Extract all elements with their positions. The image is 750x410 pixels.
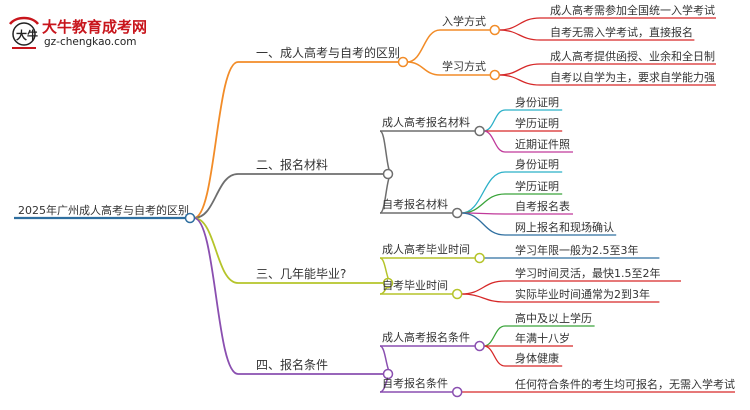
edge-root-to-section-4: [193, 217, 239, 375]
section-1-sub-1-connector[interactable]: [489, 24, 501, 36]
section-1-sub-1-leaf-1[interactable]: 成人高考需参加全国统一入学考试: [550, 3, 715, 17]
section-4-sub-1-leaf-2[interactable]: 年满十八岁: [515, 331, 570, 345]
section-2-sub-1-leaf-1[interactable]: 身份证明: [515, 95, 559, 109]
section-1-sub-2-connector[interactable]: [489, 69, 501, 81]
edge-s4-b1-leaf-3: [483, 345, 506, 367]
edge-root-to-section-2: [193, 173, 239, 219]
section-1-label[interactable]: 一、成人高考与自考的区别: [256, 45, 400, 60]
edge-root-to-section-1: [193, 61, 239, 219]
section-4-sub-2-label[interactable]: 自考报名条件: [382, 376, 448, 390]
edge-root-to-section-3: [193, 217, 239, 284]
section-2-sub-2-leaf-4[interactable]: 网上报名和现场确认: [515, 220, 614, 234]
section-1-sub-2-label[interactable]: 学习方式: [442, 59, 486, 73]
section-2-sub-2-connector[interactable]: [451, 207, 463, 219]
section-3-connector[interactable]: [382, 277, 394, 289]
section-2-sub-1-label[interactable]: 成人高考报名材料: [382, 115, 470, 129]
section-1-sub-1-leaf-2[interactable]: 自考无需入学考试，直接报名: [550, 25, 693, 39]
edge-s1-b1-leaf-1: [498, 17, 541, 31]
section-2-sub-2-leaf-3[interactable]: 自考报名表: [515, 199, 570, 213]
section-2-label[interactable]: 二、报名材料: [256, 157, 328, 172]
section-2-sub-2-label[interactable]: 自考报名材料: [382, 197, 448, 211]
section-3-sub-2-leaf-2[interactable]: 实际毕业时间通常为2到3年: [515, 287, 650, 301]
section-4-sub-1-connector[interactable]: [474, 340, 485, 352]
section-4-sub-2-connector[interactable]: [451, 386, 463, 398]
section-2-connector[interactable]: [382, 168, 394, 180]
section-2-sub-2-leaf-2[interactable]: 学历证明: [515, 179, 559, 193]
edge-s3-b2-leaf-2: [461, 293, 506, 303]
section-2-sub-2-leaf-1[interactable]: 身份证明: [515, 157, 559, 171]
edge-section-2-to-sub-1: [379, 130, 393, 175]
section-1-connector[interactable]: [397, 56, 409, 68]
logo-site-url: gz-chengkao.com: [44, 36, 137, 48]
svg-text:大牛: 大牛: [16, 28, 38, 42]
section-2-sub-1-connector[interactable]: [474, 125, 485, 137]
section-3-sub-1-label[interactable]: 成人高考毕业时间: [382, 242, 470, 256]
section-4-sub-1-label[interactable]: 成人高考报名条件: [382, 330, 470, 344]
section-4-sub-1-leaf-3[interactable]: 身体健康: [515, 351, 559, 365]
section-1-sub-1-label[interactable]: 入学方式: [442, 14, 486, 28]
section-4-sub-1-leaf-1[interactable]: 高中及以上学历: [515, 311, 592, 325]
mindmap-nodes: 2025年广州成人高考与自考的区别 一、成人高考与自考的区别 入学方式 成人高考需参加…: [18, 3, 735, 398]
edge-section-1-to-sub-2: [406, 61, 441, 76]
section-3-sub-2-connector[interactable]: [451, 288, 463, 300]
section-3-label[interactable]: 三、几年能毕业?: [256, 267, 346, 281]
mindmap-edges: [14, 17, 735, 393]
section-3-sub-1-leaf-1[interactable]: 学习年限一般为2.5至3年: [515, 243, 639, 257]
section-2-sub-1-leaf-2[interactable]: 学历证明: [515, 116, 559, 130]
edge-s2-b2-leaf-1: [461, 171, 506, 214]
edge-s1-b2-leaf-2: [498, 74, 541, 86]
section-3-sub-2-label[interactable]: 自考毕业时间: [382, 279, 448, 292]
edge-section-1-to-sub-1: [406, 29, 441, 63]
root-node-label[interactable]: 2025年广州成人高考与自考的区别: [18, 203, 189, 217]
section-3-sub-2-leaf-1[interactable]: 学习时间灵活，最快1.5至2年: [515, 266, 661, 280]
section-4-sub-2-leaf-1[interactable]: 任何符合条件的考生均可报名，无需入学考试: [515, 377, 735, 391]
section-4-connector[interactable]: [382, 368, 394, 380]
edge-s2-b2-leaf-4: [461, 212, 506, 236]
root-node-connector[interactable]: [184, 212, 196, 224]
section-1-sub-2-leaf-1[interactable]: 成人高考提供函授、业余和全日制: [550, 49, 715, 63]
section-2-sub-1-leaf-3[interactable]: 近期证件照: [515, 138, 570, 151]
logo-site-name: 大牛教育成考网: [42, 18, 148, 36]
edge-s1-b1-leaf-2: [498, 29, 541, 41]
edge-s2-b1-leaf-1: [483, 109, 506, 132]
edge-s2-b2-leaf-2: [461, 193, 506, 214]
edge-s4-b1-leaf-1: [483, 325, 506, 347]
edge-s2-b1-leaf-3: [483, 130, 506, 153]
edge-s3-b2-leaf-1: [461, 280, 506, 295]
edge-s1-b2-leaf-1: [498, 63, 541, 76]
site-logo[interactable]: 大牛 大牛教育成考网 gz-chengkao.com: [6, 14, 166, 58]
section-4-label[interactable]: 四、报名条件: [256, 357, 328, 372]
bull-logo-icon: 大牛: [9, 16, 39, 49]
section-1-sub-2-leaf-2[interactable]: 自考以自学为主，要求自学能力强: [550, 70, 715, 84]
section-3-sub-1-connector[interactable]: [474, 252, 485, 264]
